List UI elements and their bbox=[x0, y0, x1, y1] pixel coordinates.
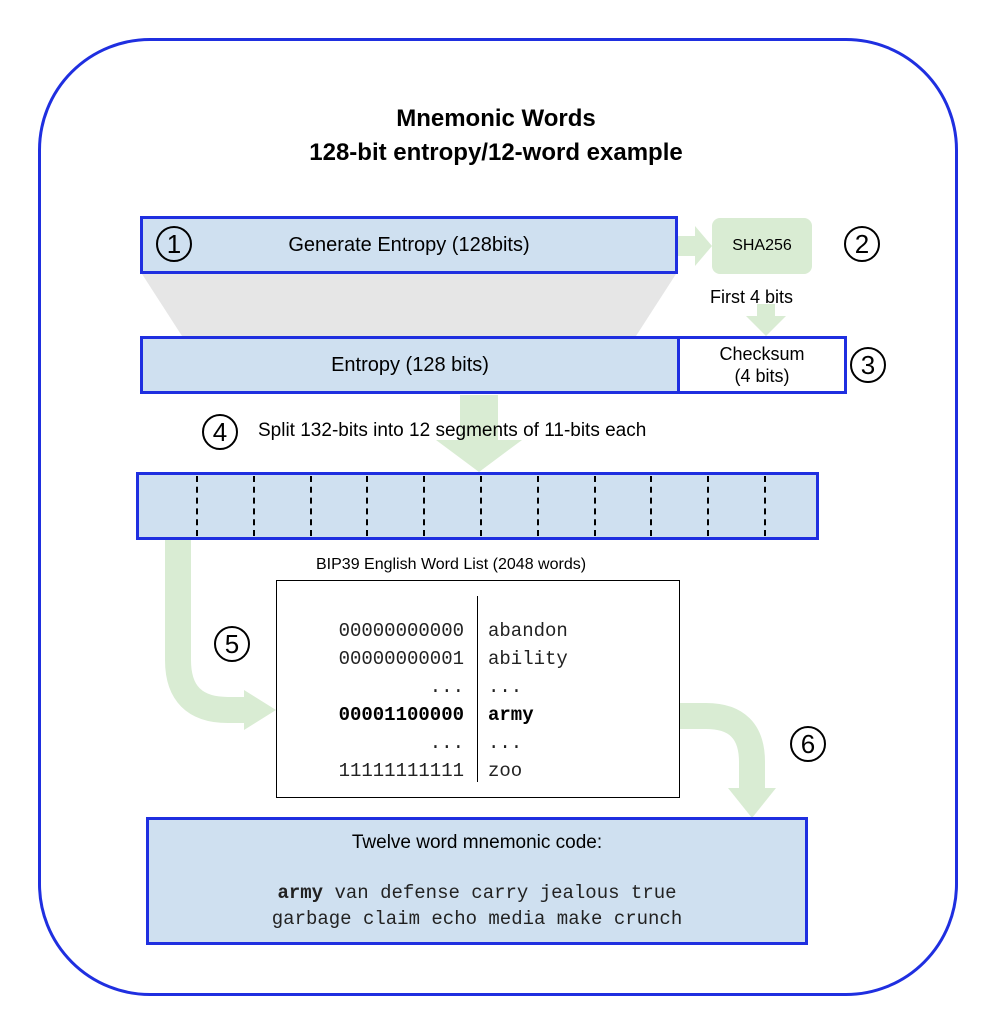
arrow-head-wordlist bbox=[244, 690, 276, 730]
wordlist-word: ... bbox=[488, 732, 523, 754]
checksum-box: Checksum (4 bits) bbox=[677, 336, 847, 394]
wordlist-word: army bbox=[488, 704, 534, 726]
title-line-1: Mnemonic Words bbox=[396, 105, 596, 132]
checksum-label-line1: Checksum bbox=[719, 344, 805, 364]
segment-divider bbox=[196, 476, 198, 536]
wordlist-bits: 00000000000 bbox=[338, 620, 464, 642]
entropy-box: Entropy (128 bits) bbox=[140, 336, 680, 394]
step-1-badge: 1 bbox=[156, 226, 192, 262]
wordlist-bits: ... bbox=[429, 732, 464, 754]
arrow-to-segments bbox=[436, 395, 522, 472]
arrow-to-sha256 bbox=[677, 226, 712, 266]
arrow-head-mnemonic bbox=[728, 788, 776, 818]
wordlist-word: ... bbox=[488, 676, 523, 698]
segment-divider bbox=[593, 476, 596, 536]
segment-divider bbox=[480, 476, 482, 536]
wordlist-box bbox=[276, 580, 680, 798]
wordlist-word: abandon bbox=[488, 620, 568, 642]
mnemonic-first-word: army bbox=[277, 882, 324, 904]
wordlist-word: zoo bbox=[488, 760, 523, 782]
step-2-badge: 2 bbox=[844, 226, 880, 262]
mnemonic-line-2: garbage claim echo media make crunch bbox=[271, 908, 683, 930]
arrow-to-wordlist bbox=[165, 536, 246, 723]
step-4-badge: 4 bbox=[202, 414, 238, 450]
outer-frame bbox=[38, 38, 958, 996]
segment-divider bbox=[423, 476, 426, 536]
step-6-badge: 6 bbox=[790, 726, 826, 762]
segment-divider bbox=[764, 476, 766, 536]
sha256-label: SHA256 bbox=[732, 237, 792, 254]
split-label: Split 132-bits into 12 segments of 11-bi… bbox=[258, 420, 647, 441]
mnemonic-line-1: army van defense carry jealous true bbox=[277, 880, 676, 906]
segment-divider bbox=[707, 476, 710, 536]
generate-entropy-box: Generate Entropy (128bits) bbox=[140, 216, 678, 274]
wordlist-bits: 00001100000 bbox=[338, 704, 464, 726]
wordlist-divider bbox=[477, 596, 478, 782]
step-3-badge: 3 bbox=[850, 347, 886, 383]
sha256-box: SHA256 bbox=[712, 218, 812, 274]
mnemonic-line-1-rest: van defense carry jealous true bbox=[323, 882, 677, 904]
checksum-label-line2: (4 bits) bbox=[734, 366, 790, 386]
segment-divider bbox=[366, 476, 369, 536]
segment-divider bbox=[309, 476, 312, 536]
generate-entropy-label: Generate Entropy (128bits) bbox=[288, 233, 530, 256]
step-5-badge: 5 bbox=[214, 626, 250, 662]
segment-divider bbox=[252, 476, 255, 536]
mnemonic-box: Twelve word mnemonic code: army van defe… bbox=[146, 817, 808, 945]
segments-bar bbox=[136, 472, 819, 540]
first-4-bits-label: First 4 bits bbox=[710, 287, 794, 307]
funnel-shape bbox=[142, 274, 676, 336]
segment-divider bbox=[536, 476, 539, 536]
segment-divider bbox=[650, 476, 653, 536]
wordlist-bits: 11111111111 bbox=[338, 760, 464, 782]
arrow-to-mnemonic bbox=[680, 703, 765, 790]
wordlist-word: ability bbox=[488, 648, 568, 670]
wordlist-caption: BIP39 English Word List (2048 words) bbox=[316, 556, 587, 573]
title-line-2: 128-bit entropy/12-word example bbox=[309, 139, 683, 166]
wordlist-bits: 00000000001 bbox=[338, 648, 464, 670]
arrow-to-checksum bbox=[746, 304, 786, 336]
wordlist-bits: ... bbox=[429, 676, 464, 698]
mnemonic-heading: Twelve word mnemonic code: bbox=[351, 832, 603, 853]
entropy-label: Entropy (128 bits) bbox=[331, 353, 489, 376]
